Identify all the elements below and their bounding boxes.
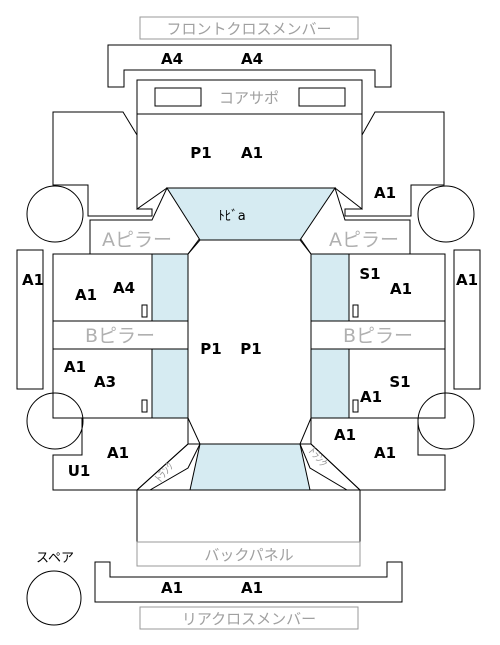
right-front-door-code-1: S1: [359, 265, 380, 283]
left-a-pillar-label: Aピラー: [102, 229, 172, 251]
front-bumper-reinforcement: [107, 44, 392, 88]
right-front-glass: [310, 253, 350, 322]
left-rear-door-code-2: A3: [94, 373, 116, 391]
right-rocker-code: A1: [456, 271, 478, 289]
rear-left-wheel: [26, 392, 84, 450]
right-b-pillar: [310, 320, 446, 350]
spare-tire: [26, 570, 82, 626]
left-b-pillar-label: Bピラー: [85, 325, 155, 347]
left-rear-glass: [151, 348, 189, 419]
rear-window: [189, 443, 311, 491]
left-rocker-code: A1: [22, 271, 44, 289]
rear-bumper-reinforcement: [94, 561, 403, 603]
front-cross-member-label: フロントクロスメンバー: [166, 20, 331, 38]
left-rear-door-handle: [141, 399, 148, 413]
left-front-fender: [52, 111, 153, 217]
left-front-door-handle: [141, 304, 148, 318]
core-support-label: コアサポ: [219, 89, 279, 107]
hood-left-code: P1: [190, 144, 211, 162]
left-trunk-gutter: [135, 443, 201, 491]
windshield: [166, 187, 336, 241]
right-front-fender-code: A1: [374, 184, 396, 202]
right-rear-glass: [310, 348, 350, 419]
left-quarter-code-1: A1: [107, 444, 129, 462]
headlight-left: [154, 87, 202, 107]
front-cm-right-code: A4: [241, 50, 263, 68]
trunk-left-label: ﾄﾗﾝｸ: [152, 460, 176, 485]
front-cross-member-box: [139, 16, 359, 40]
roof-right-code: P1: [240, 340, 261, 358]
right-a-pillar-label: Aピラー: [329, 229, 399, 251]
right-front-door-code-2: A1: [390, 280, 412, 298]
right-rear-door-code-2: A1: [360, 388, 382, 406]
rear-cross-member-label: リアクロスメンバー: [182, 610, 316, 628]
rear-cm-right-code: A1: [241, 579, 263, 597]
front-cm-left-code: A4: [161, 50, 183, 68]
roof-left-code: P1: [200, 340, 221, 358]
front-left-wheel: [26, 185, 84, 243]
left-rocker: [16, 249, 44, 390]
left-front-door-code-1: A1: [75, 286, 97, 304]
back-panel-box: [136, 541, 361, 567]
back-panel-label: バックパネル: [204, 546, 293, 564]
right-front-door-handle: [352, 304, 359, 318]
spare-label: スペア: [36, 551, 74, 566]
left-rear-door-code-1: A1: [64, 358, 86, 376]
right-rear-door-handle: [352, 399, 359, 413]
right-b-pillar-label: Bピラー: [343, 325, 413, 347]
front-right-wheel: [417, 185, 475, 243]
right-front-fender: [344, 111, 445, 217]
left-quarter-code-2: U1: [68, 462, 91, 480]
rear-right-wheel: [417, 392, 475, 450]
left-front-glass: [151, 253, 189, 322]
headlight-right: [298, 87, 346, 107]
right-rocker: [453, 249, 481, 390]
hood-right-code: A1: [241, 144, 263, 162]
rear-cm-left-code: A1: [161, 579, 183, 597]
left-b-pillar: [52, 320, 189, 350]
left-front-door: [52, 253, 153, 322]
right-quarter-code-1: A1: [334, 426, 356, 444]
right-quarter-code-2: A1: [374, 444, 396, 462]
left-quarter-panel: [52, 417, 189, 491]
right-rear-door-code-1: S1: [389, 373, 410, 391]
left-front-door-code-2: A4: [113, 279, 135, 297]
rear-cross-member-box: [139, 606, 359, 630]
trunk-lid: [136, 489, 361, 543]
roof-label: ﾄﾋﾞa: [218, 209, 245, 224]
